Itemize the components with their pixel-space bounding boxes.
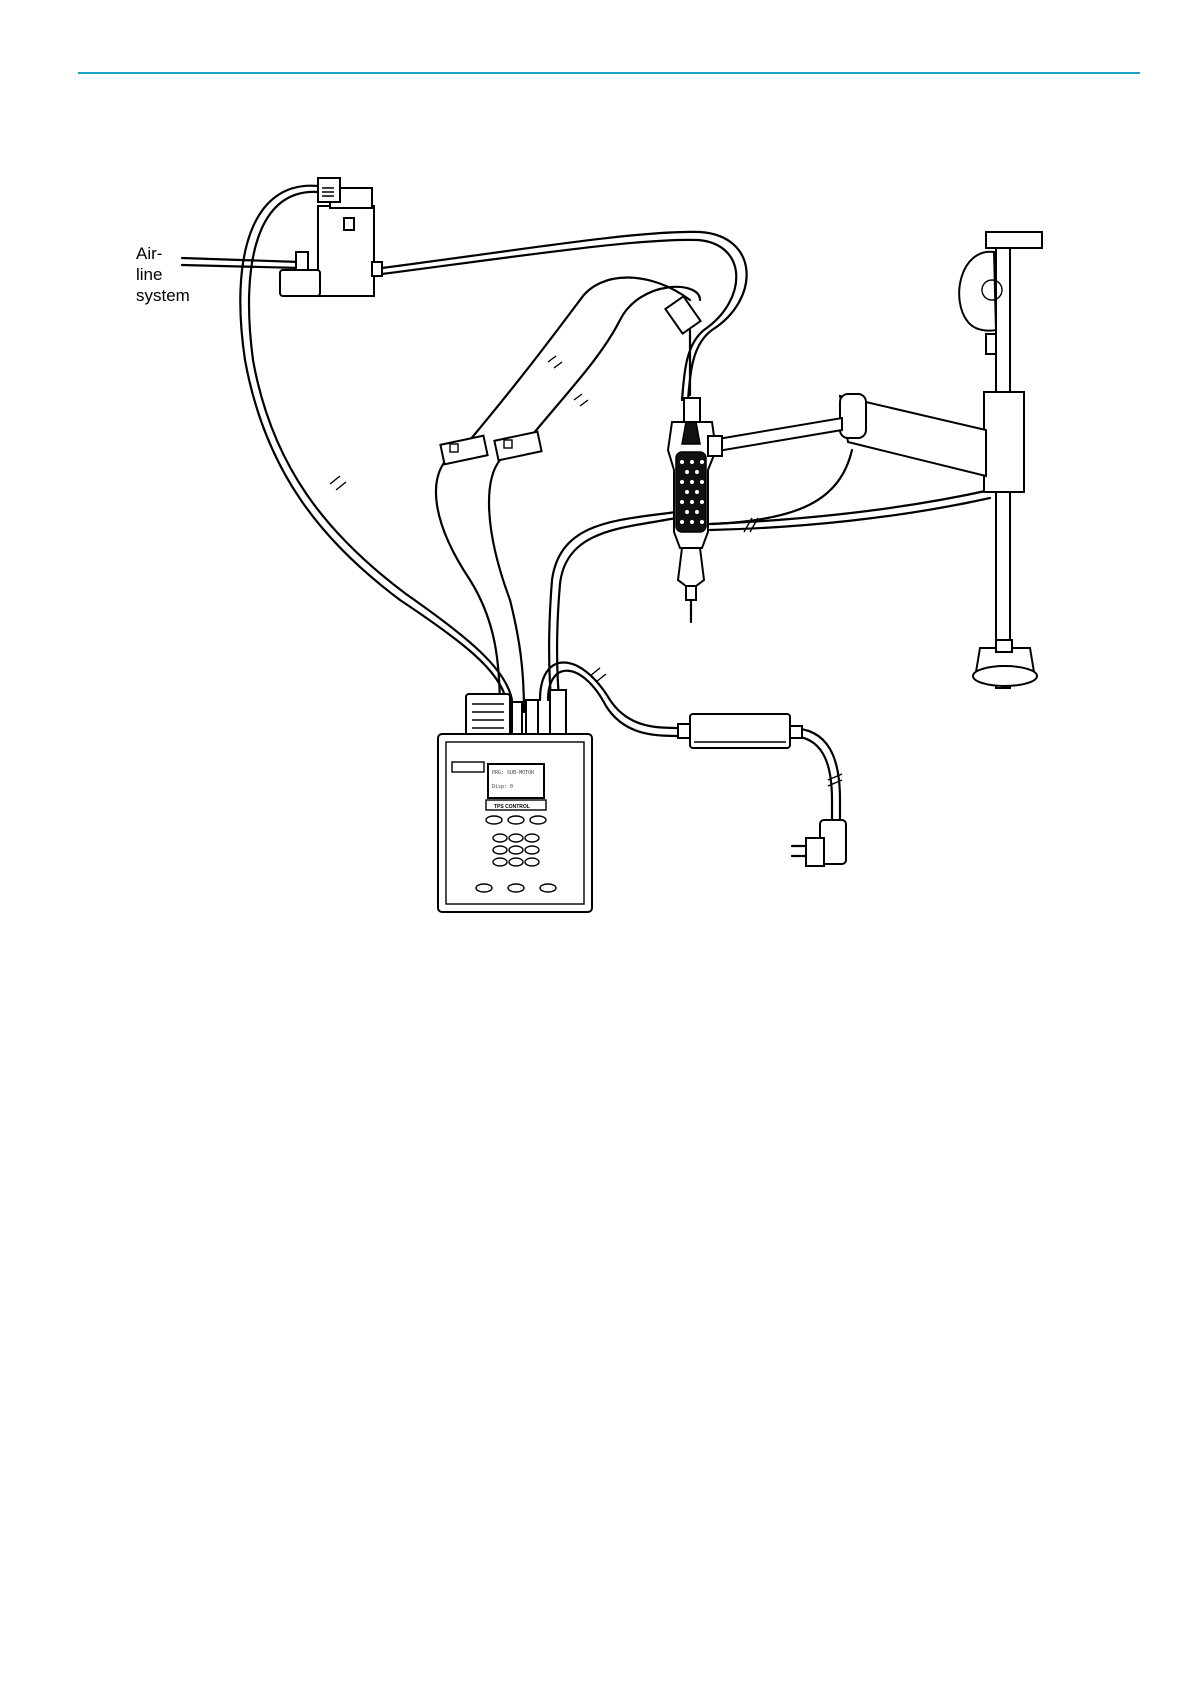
display-line-1: PRG: SUB-MOTOR (492, 770, 535, 776)
connector-icon (440, 432, 541, 465)
power-adapter-icon (678, 714, 802, 748)
torque-arm-icon (708, 232, 1042, 688)
power-plug-icon (792, 820, 846, 866)
display-line-2: Disp: 0 (492, 784, 513, 790)
screwdriver-icon (668, 398, 716, 622)
valve-icon (182, 178, 382, 296)
controller-icon: PRG: SUB-MOTOR Disp: 0 TPS CONTROL (438, 690, 592, 912)
panel-label: TPS CONTROL (494, 804, 530, 810)
